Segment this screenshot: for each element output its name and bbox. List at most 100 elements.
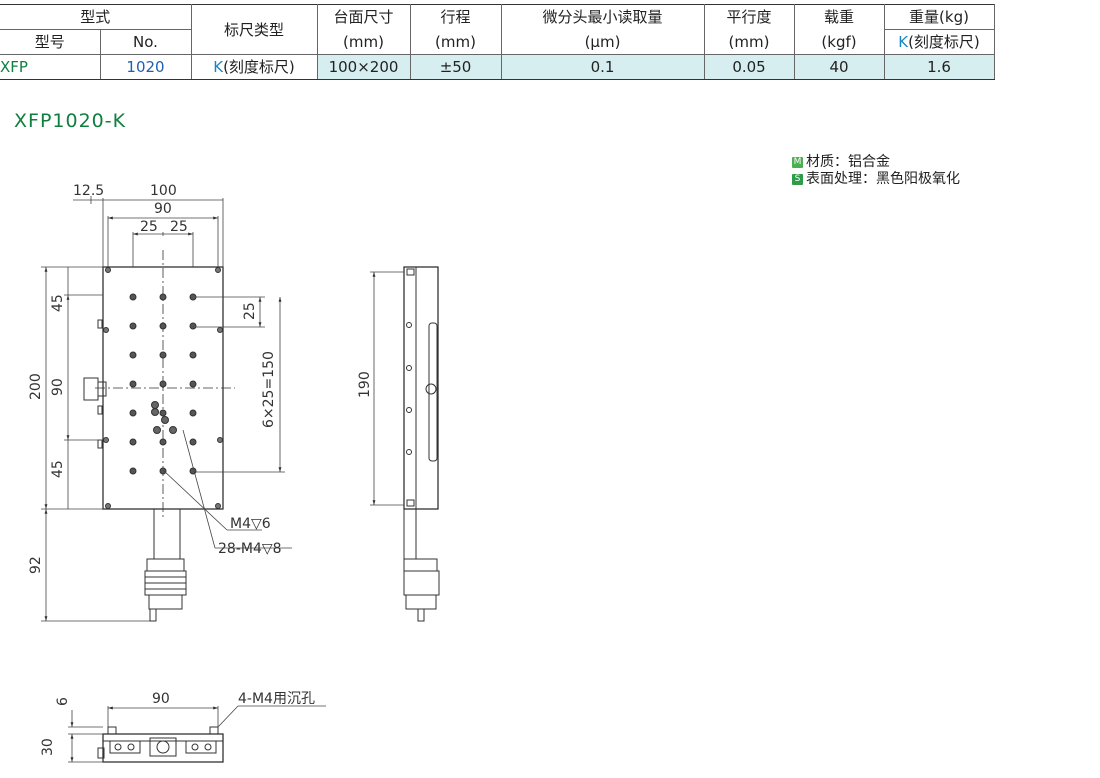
model-title: XFP1020-K: [14, 110, 127, 132]
center-hole: [151, 401, 159, 409]
micrometer-sleeve: [153, 508, 181, 560]
mounting-hole: [129, 322, 137, 330]
callout-28-m4: 28-M4▽8: [218, 541, 282, 557]
center-hole: [153, 426, 161, 434]
dim-25-right: 25: [242, 302, 258, 320]
dim-25-b: 25: [170, 219, 188, 235]
mounting-hole: [159, 322, 167, 330]
side-tab-1: [97, 319, 103, 329]
micrometer-ratchet: [148, 594, 183, 610]
top-view-dimensions: [41, 196, 292, 622]
side-clamp: [97, 381, 107, 397]
header-min-read-unit: (μm): [500, 29, 705, 55]
side-stage-body: [403, 266, 439, 510]
mounting-hole-grid: [103, 267, 223, 509]
mounting-hole: [129, 409, 137, 417]
edge-hole: [217, 327, 223, 333]
micrometer-collar: [146, 558, 185, 572]
mounting-hole: [189, 351, 197, 359]
dim-6x25: 6×25=150: [261, 351, 277, 428]
mounting-hole: [129, 467, 137, 475]
mounting-hole: [159, 409, 167, 417]
mounting-hole: [189, 438, 197, 446]
weight-k-letter: K: [898, 33, 909, 51]
dim-45-bot: 45: [50, 460, 66, 478]
mounting-hole: [189, 409, 197, 417]
mounting-hole: [129, 293, 137, 301]
spec-table: 型式 标尺类型 台面尺寸 行程 微分头最小读取量 平行度 载重 重量(kg) 型…: [0, 4, 995, 80]
header-no: No.: [99, 29, 192, 55]
material-legend: M 材质：铝合金 S 表面处理：黑色阳极氧化: [792, 154, 960, 188]
micrometer-tip: [149, 608, 157, 622]
cell-table-size: 100×200: [316, 54, 411, 80]
cell-parallel: 0.05: [703, 54, 795, 80]
top-view: [83, 250, 235, 622]
edge-hole: [105, 267, 111, 273]
center-hole: [161, 416, 169, 424]
side-slot: [428, 322, 438, 462]
header-stroke: 行程: [409, 4, 502, 30]
header-scale-type: 标尺类型: [190, 4, 318, 55]
dim-25-a: 25: [140, 219, 158, 235]
header-load: 载重: [793, 4, 885, 30]
center-hole: [169, 426, 177, 434]
cell-stroke: ±50: [409, 54, 502, 80]
dim-90-bottom: 90: [152, 691, 170, 707]
scale-k-letter: K: [213, 58, 224, 76]
edge-hole: [217, 437, 223, 443]
dim-100: 100: [150, 183, 177, 199]
edge-hole: [215, 503, 221, 509]
surface-text: 表面处理：黑色阳极氧化: [806, 171, 960, 187]
header-table-size: 台面尺寸: [316, 4, 411, 30]
dim-30: 30: [40, 738, 56, 756]
legend-material-row: M 材质：铝合金: [792, 154, 960, 171]
header-table-size-unit: (mm): [316, 29, 411, 55]
cell-weight: 1.6: [883, 54, 995, 80]
header-parallel: 平行度: [703, 4, 795, 30]
mounting-hole: [159, 293, 167, 301]
mounting-hole: [159, 380, 167, 388]
side-view: [403, 266, 440, 622]
side-tab-3: [97, 439, 103, 449]
table-row: XFP 1020 K(刻度标尺) 100×200 ±50 0.1 0.05 40…: [0, 54, 995, 80]
header-min-read: 微分头最小读取量: [500, 4, 705, 30]
mounting-hole: [129, 380, 137, 388]
dim-92: 92: [28, 556, 44, 574]
dim-90-left: 90: [50, 378, 66, 396]
legend-surface-row: S 表面处理：黑色阳极氧化: [792, 171, 960, 188]
header-type-group: 型式: [0, 4, 192, 30]
header-load-unit: (kgf): [793, 29, 885, 55]
surface-badge-icon: S: [792, 174, 803, 185]
edge-hole: [103, 437, 109, 443]
cell-load: 40: [793, 54, 885, 80]
cell-scale: K(刻度标尺): [190, 54, 318, 80]
dim-200: 200: [28, 373, 44, 400]
front-view: [97, 726, 224, 763]
mounting-hole: [159, 467, 167, 475]
dim-90-top: 90: [154, 201, 172, 217]
weight-k-rest: (刻度标尺): [908, 33, 980, 51]
mounting-hole: [159, 438, 167, 446]
mounting-hole: [189, 380, 197, 388]
callout-m4: M4▽6: [230, 516, 271, 532]
dim-12-5: 12.5: [73, 183, 104, 199]
edge-hole: [103, 327, 109, 333]
material-badge-icon: M: [792, 157, 803, 168]
center-hole-group: [151, 401, 177, 434]
mounting-hole: [129, 351, 137, 359]
cell-no: 1020: [99, 54, 192, 80]
front-micrometer: [149, 737, 177, 757]
front-view-dimensions: [68, 705, 326, 763]
dim-6: 6: [55, 697, 71, 706]
center-hole: [151, 408, 159, 416]
material-text: 材质：铝合金: [806, 154, 890, 170]
side-micrometer-thimble: [403, 570, 440, 596]
header-parallel-unit: (mm): [703, 29, 795, 55]
mounting-hole: [159, 351, 167, 359]
header-weight-k: K(刻度标尺): [883, 29, 995, 55]
side-tab-2: [97, 405, 103, 415]
side-view-dimensions: [370, 271, 404, 506]
side-micrometer-sleeve: [403, 508, 417, 560]
dim-190: 190: [357, 371, 373, 398]
